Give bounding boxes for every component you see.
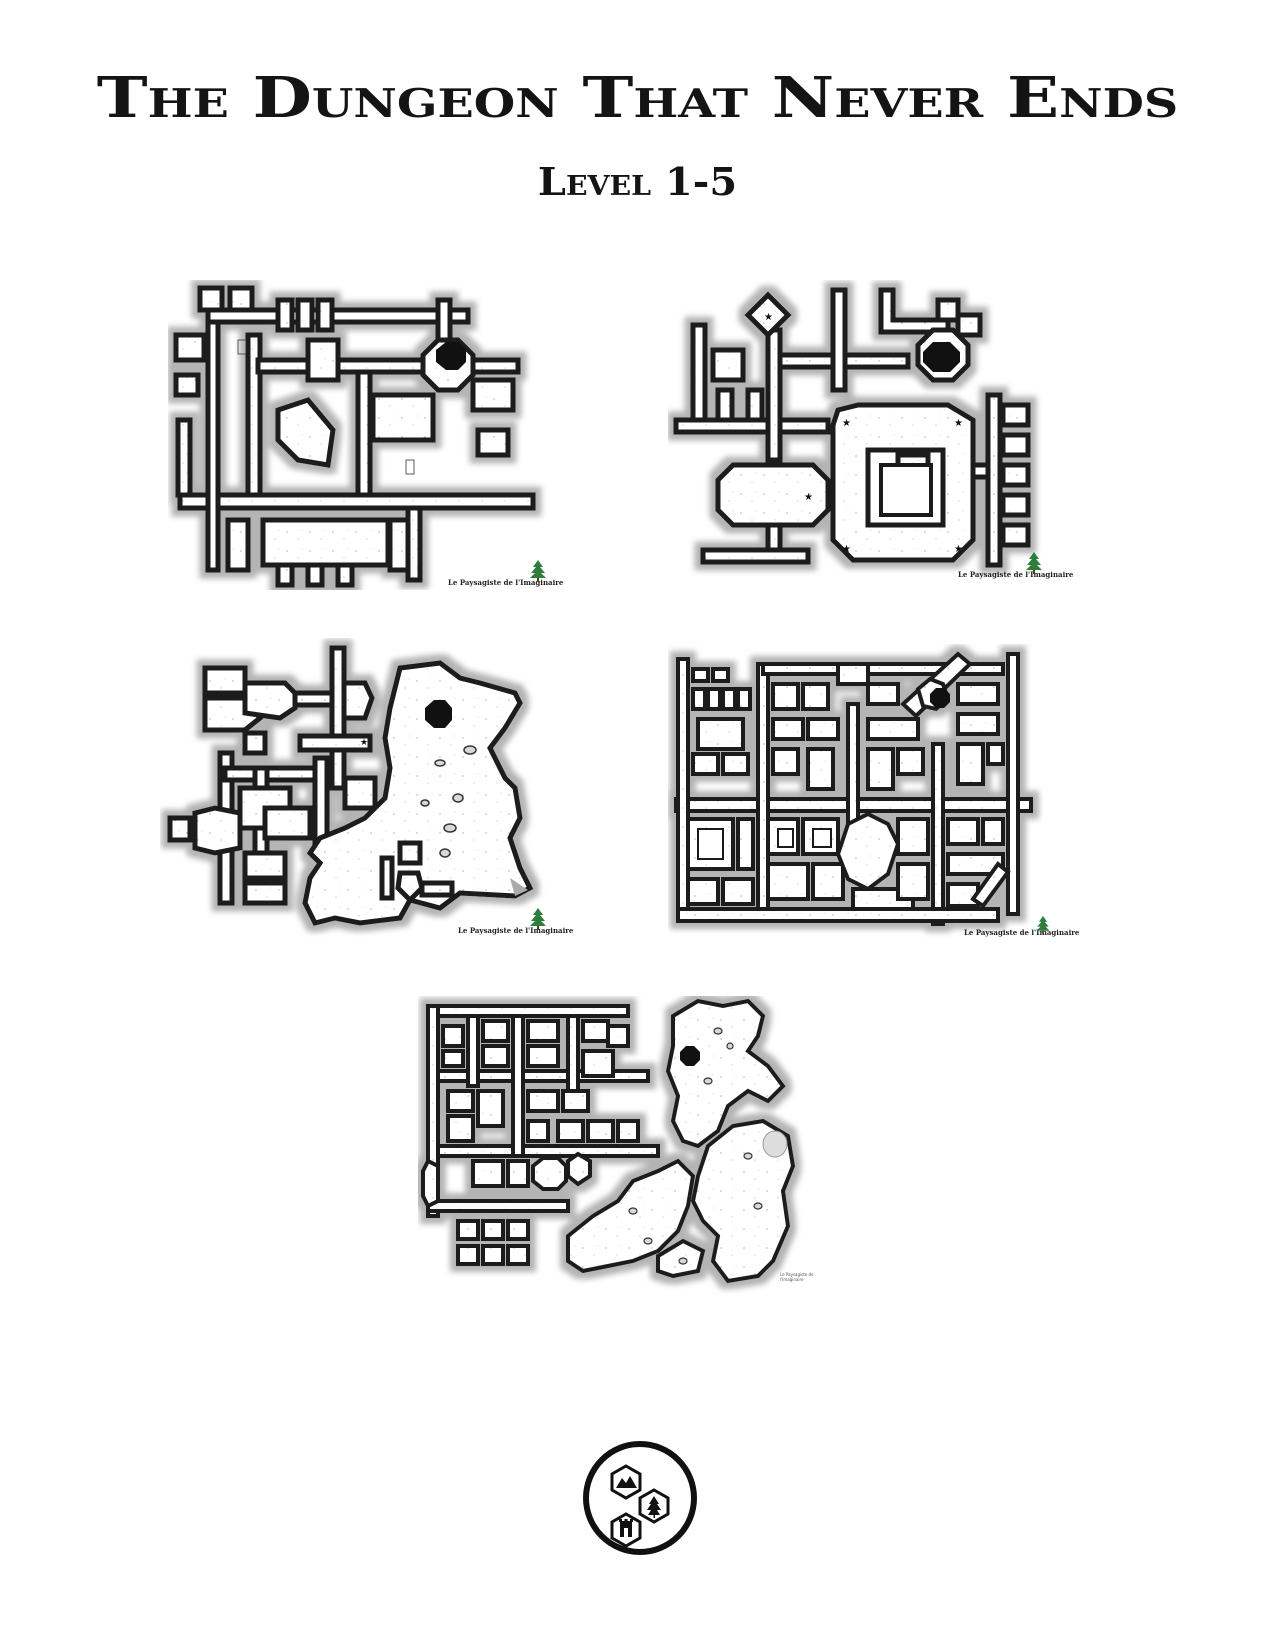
pine-tree-icon [1026,552,1042,574]
map-credit: Le Paysagiste de l'Imaginaire [780,1272,814,1282]
svg-text:★: ★ [954,544,963,555]
svg-text:★: ★ [842,544,851,555]
dungeon-map-level-4: Le Paysagiste de l'Imaginaire [668,644,1079,944]
dungeon-map-level-2: ★ ★ ★ ★ ★ ★ Le Paysagiste de l'Imaginaire [668,280,1073,590]
map-credit: Le Paysagiste de l'Imaginaire [964,928,1080,937]
dungeon-map-level-3: ★ Le Paysagiste de l'Imaginaire [160,638,573,938]
pine-tree-icon [530,908,546,930]
pine-tree-icon [647,1496,661,1515]
map-credit: Le Paysagiste de l'Imaginaire [458,926,574,935]
svg-text:★: ★ [842,418,851,429]
dungeon-map-level-5: Le Paysagiste de l'Imaginaire [418,996,814,1296]
page-subtitle: Level 1-5 [537,159,738,204]
dungeon-map-level-1: Le Paysagiste de l'Imaginaire [168,280,563,590]
svg-text:★: ★ [764,312,773,323]
page-title: The Dungeon That Never Ends [96,65,1179,131]
pine-tree-icon [1036,916,1050,934]
svg-text:★: ★ [360,738,368,748]
svg-text:★: ★ [954,418,963,429]
publisher-logo [580,1438,700,1558]
svg-text:★: ★ [804,492,813,503]
mountains-icon [616,1476,637,1488]
map-credit: Le Paysagiste de l'Imaginaire [958,570,1074,579]
map-credit: Le Paysagiste de l'Imaginaire [448,578,564,587]
pine-tree-icon [530,560,546,582]
